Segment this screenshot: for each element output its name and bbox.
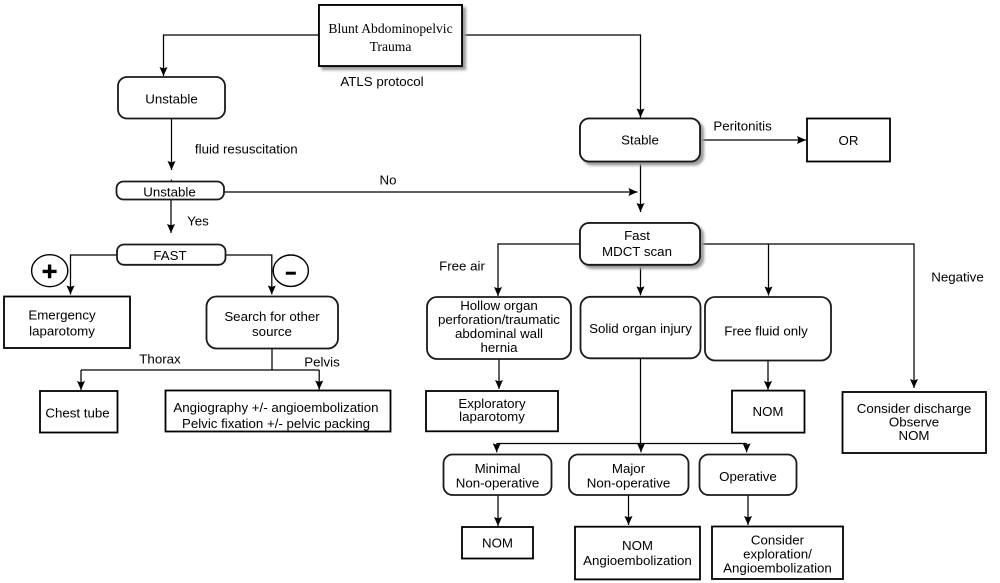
svg-text:Emergency: Emergency: [28, 308, 96, 323]
svg-text:NOM: NOM: [752, 404, 783, 419]
svg-text:Angioembolization: Angioembolization: [723, 561, 832, 576]
svg-text:Hollow organ: Hollow organ: [460, 298, 538, 313]
svg-text:Yes: Yes: [187, 214, 209, 229]
svg-text:Unstable: Unstable: [145, 91, 197, 106]
svg-text:Blunt Abdominopelvic: Blunt Abdominopelvic: [328, 21, 452, 36]
svg-text:Trauma: Trauma: [370, 39, 412, 54]
svg-text:Consider: Consider: [751, 533, 805, 548]
svg-text:Operative: Operative: [719, 469, 777, 484]
svg-text:Chest tube: Chest tube: [45, 406, 109, 421]
svg-text:Solid organ injury: Solid organ injury: [589, 321, 692, 336]
svg-text:Free fluid only: Free fluid only: [724, 324, 808, 339]
svg-text:exploration/: exploration/: [743, 547, 812, 562]
svg-text:Non-operative: Non-operative: [456, 475, 540, 490]
svg-text:Pelvic fixation +/- pelvic pac: Pelvic fixation +/- pelvic packing: [182, 416, 370, 431]
svg-text:Non-operative: Non-operative: [587, 475, 671, 490]
svg-text:Pelvis: Pelvis: [304, 355, 340, 370]
svg-text:NOM: NOM: [898, 428, 929, 443]
svg-text:Minimal: Minimal: [475, 461, 521, 476]
svg-text:OR: OR: [839, 133, 859, 148]
svg-text:laparotomy: laparotomy: [459, 409, 525, 424]
svg-text:ATLS protocol: ATLS protocol: [340, 74, 423, 89]
svg-text:Peritonitis: Peritonitis: [713, 118, 772, 133]
svg-text:Unstable: Unstable: [143, 185, 195, 200]
svg-text:Negative: Negative: [931, 270, 983, 285]
svg-text:laparotomy: laparotomy: [29, 324, 95, 339]
svg-text:source: source: [252, 324, 292, 339]
svg-text:NOM: NOM: [622, 538, 653, 553]
svg-text:Angioembolization: Angioembolization: [583, 553, 692, 568]
svg-text:MDCT scan: MDCT scan: [602, 244, 672, 259]
svg-text:FAST: FAST: [153, 248, 186, 263]
svg-text:Exploratory: Exploratory: [458, 396, 526, 411]
svg-text:Search for other: Search for other: [224, 309, 320, 324]
svg-text:abdominal wall: abdominal wall: [455, 326, 543, 341]
svg-text:NOM: NOM: [482, 536, 513, 551]
svg-text:Consider discharge: Consider discharge: [857, 401, 972, 416]
svg-text:Thorax: Thorax: [139, 352, 181, 367]
svg-text:perforation/traumatic: perforation/traumatic: [438, 312, 560, 327]
svg-text:Stable: Stable: [621, 133, 659, 148]
svg-text:Fast: Fast: [624, 228, 650, 243]
svg-text:Observe: Observe: [889, 415, 939, 430]
svg-text:Free air: Free air: [439, 259, 485, 274]
svg-text:Major: Major: [612, 461, 646, 476]
svg-text:hernia: hernia: [481, 340, 519, 355]
svg-text:fluid resuscitation: fluid resuscitation: [195, 142, 298, 157]
svg-text:No: No: [380, 173, 397, 188]
svg-text:Angiography +/- angioembolizat: Angiography +/- angioembolization: [173, 400, 378, 415]
